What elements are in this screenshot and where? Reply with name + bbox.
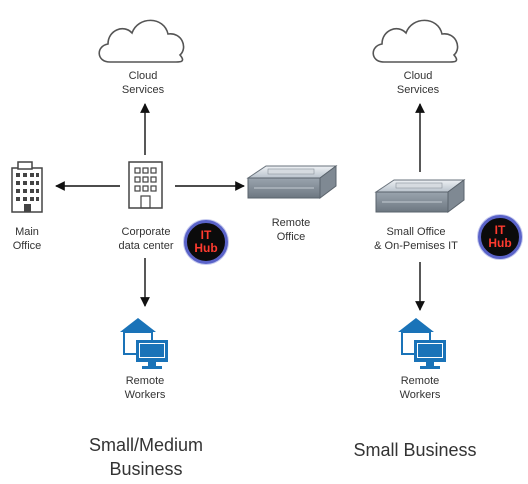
it-hub-badge-left: IT Hub <box>184 220 228 264</box>
cloud-icon-right <box>372 19 459 63</box>
caption-small-business: Small Business <box>353 440 477 460</box>
main-office-building-icon <box>11 161 43 213</box>
it-hub-badge-line1: IT <box>200 228 212 242</box>
cloud-left-label: Cloud Services <box>121 70 165 96</box>
it-hub-badge-right: IT Hub <box>478 215 522 259</box>
remote-workers-right-label: Remote Workers <box>399 375 441 401</box>
caption-small-medium-business: Small/Medium Business <box>88 435 204 479</box>
corporate-data-center-label: Corporate data center <box>118 226 174 252</box>
it-hub-badge-line1: IT <box>494 223 506 237</box>
cloud-icon-left <box>98 19 185 63</box>
small-office-server-icon <box>374 179 466 213</box>
it-hub-badge-line2: Hub <box>194 241 218 255</box>
cloud-right-label: Cloud Services <box>396 70 440 96</box>
small-office-label: Small Office & On-Pemises IT <box>374 226 458 252</box>
it-hub-badge-line2: Hub <box>488 236 512 250</box>
remote-office-server-icon <box>246 165 338 199</box>
corporate-data-center-icon <box>128 161 163 209</box>
remote-workers-icon-left <box>120 318 168 369</box>
remote-workers-icon-right <box>398 318 446 369</box>
remote-workers-left-label: Remote Workers <box>124 375 166 401</box>
remote-office-label: Remote Office <box>271 217 311 243</box>
main-office-label: Main Office <box>12 226 42 252</box>
